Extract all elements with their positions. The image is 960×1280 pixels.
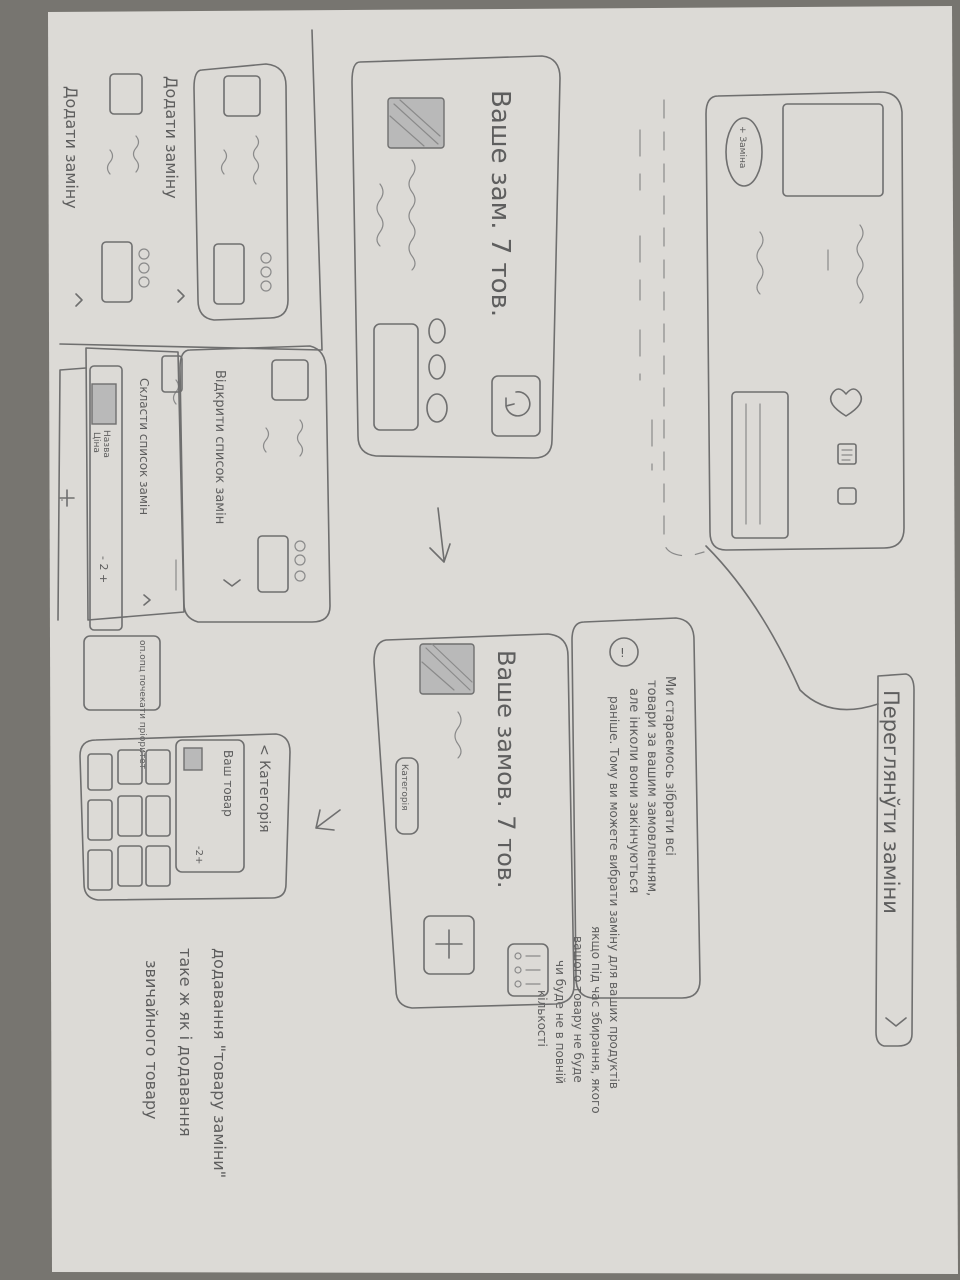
priority-note-text: оп.опц почекати пріоритет [137,640,147,769]
product-image [782,103,884,197]
section-divider [59,29,323,351]
review-replacements-header[interactable]: Переглянўти заміни [875,673,915,1047]
info-line-8: кількості [535,990,549,1047]
your-item-card [175,739,245,873]
grid-item[interactable] [117,749,143,785]
info-line-3: але інколи вони закінчуються [626,688,641,893]
chevron-icon[interactable] [75,293,83,307]
info-card: ! Ми стараємось зібрати всі товари за ва… [535,617,701,1114]
priority-note [83,635,161,711]
make-list-label[interactable]: Скласти список замін [137,378,151,515]
list-icon[interactable] [837,443,857,465]
add-replacement-link-1[interactable]: Додати заміну [162,76,181,199]
your-item-label: Ваш товар [221,750,235,817]
grid-item[interactable] [145,795,171,837]
item-name: Назва [101,430,111,458]
menu-icon [514,952,541,988]
make-list-card: Скласти список замін Назва Ціна - 2 + оп… [57,347,185,769]
dashed-bracket [663,99,705,557]
product-name-scribble [856,224,864,304]
refresh-icon [505,391,531,417]
show-list-card: Відкрити список замін [161,345,331,623]
arrow-down-1 [429,507,451,563]
info-line-4: раніше. Тому ви можете вибрати заміну дл… [607,696,621,1089]
note-line-1: додавання "товару заміни" [210,948,229,1178]
refresh-button[interactable] [491,375,541,437]
note-line-2: таке ж як і додавання [176,948,195,1137]
grid-item[interactable] [117,795,143,837]
grid-item[interactable] [145,845,171,887]
add-to-cart-button[interactable] [731,391,789,539]
plus-icon[interactable] [59,489,75,507]
note-line-3: звичайного товару [142,960,161,1120]
grid-item[interactable] [87,849,113,891]
order-card-top: Ваше зам. 7 тов. [351,55,561,459]
grid-item[interactable] [87,799,113,841]
order-title: Ваше замов. 7 тов. [492,650,520,889]
order-card-bottom: Ваше замов. 7 тов. Категорія [373,633,575,1009]
quantity-stepper[interactable] [373,323,419,431]
info-line-2: товари за вашим замовленням, [644,680,659,896]
order-title: Ваше зам. 7 тов. [485,90,515,317]
grid-item[interactable] [87,753,113,791]
paper-background [48,6,958,1274]
product-price-scribble [756,231,764,295]
add-replacement-link-2[interactable]: Додати заміну [62,86,81,209]
add-button[interactable] [423,915,475,975]
replacement-item-row[interactable] [89,365,123,631]
cart-icon[interactable] [837,487,857,505]
chevron-icon[interactable] [177,289,185,303]
replace-badge[interactable]: + Заміна [725,117,763,187]
chevron-down-icon[interactable] [223,579,241,587]
show-list-label[interactable]: Відкрити список замін [212,370,227,524]
info-line-5: якщо під час збирання, якого [589,926,603,1114]
svg-text:!: ! [620,646,625,660]
quantity-stepper[interactable]: - 2 + [97,556,110,583]
item-image [91,383,117,425]
category-chip-label: Категорія [399,764,409,811]
category-screen: < Категорія Ваш товар -2+ [79,733,291,901]
grid-item[interactable] [145,749,171,785]
info-line-1: Ми стараємось зібрати всі [662,676,677,856]
item-price: Ціна [91,432,101,453]
chevron-down-icon[interactable] [885,1017,907,1027]
arrow-down-2 [315,809,341,831]
grid-item[interactable] [117,845,143,887]
replacement-card-1 [193,63,289,321]
info-line-7: чи буде не в повній [553,960,567,1084]
product-card: + Заміна [705,91,905,551]
category-grid [87,749,171,891]
review-replacements-label: Переглянўти заміни [879,690,903,914]
handwritten-notes: додавання "товару заміни" таке ж як і до… [142,948,229,1178]
quantity-stepper[interactable]: -2+ [193,846,204,864]
replace-badge-label: + Заміна [737,126,747,168]
back-to-category[interactable]: < Категорія [256,744,272,833]
replacement-card-2 [101,73,150,303]
plus-icon [435,929,463,959]
item-scribble [408,159,416,271]
heart-icon[interactable] [829,388,863,417]
menu-button[interactable] [507,943,549,997]
category-chip[interactable]: Категорія [395,757,419,835]
info-icon [609,637,639,667]
connector-line [705,545,879,711]
